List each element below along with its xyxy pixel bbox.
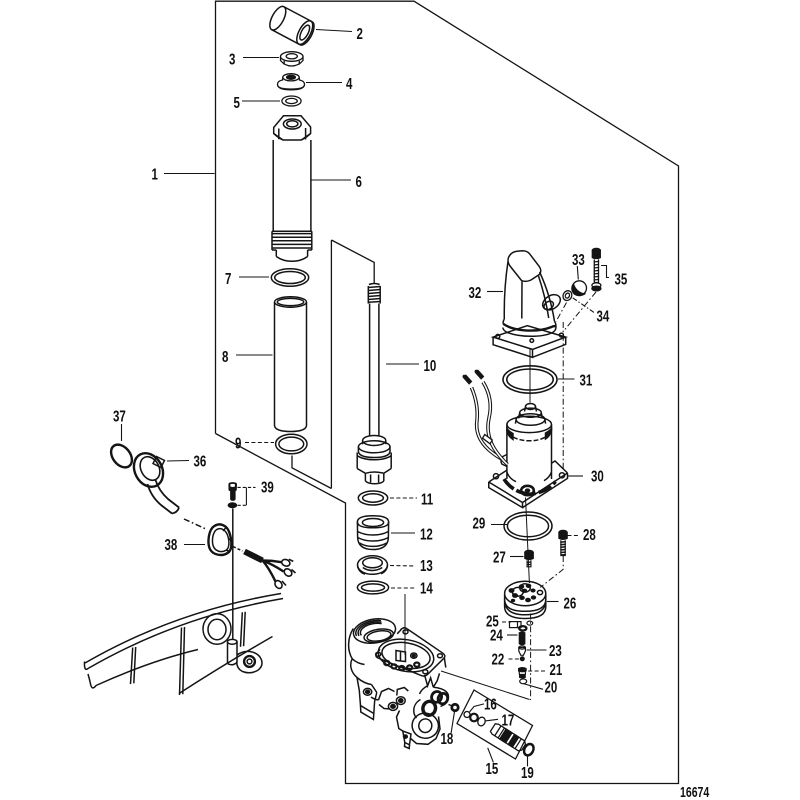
svg-text:39: 39 bbox=[261, 477, 274, 495]
svg-text:9: 9 bbox=[235, 434, 242, 452]
svg-text:27: 27 bbox=[493, 548, 506, 566]
svg-text:8: 8 bbox=[222, 347, 229, 365]
svg-text:14: 14 bbox=[420, 579, 433, 597]
svg-text:22: 22 bbox=[492, 650, 505, 668]
svg-text:23: 23 bbox=[549, 641, 562, 659]
svg-text:5: 5 bbox=[234, 93, 241, 111]
svg-text:16: 16 bbox=[484, 695, 497, 713]
svg-text:38: 38 bbox=[165, 535, 178, 553]
svg-text:35: 35 bbox=[615, 270, 628, 288]
svg-text:19: 19 bbox=[521, 763, 534, 781]
svg-text:24: 24 bbox=[490, 626, 503, 644]
svg-text:1: 1 bbox=[152, 165, 159, 183]
svg-text:33: 33 bbox=[572, 250, 585, 268]
svg-text:21: 21 bbox=[550, 660, 563, 678]
svg-text:17: 17 bbox=[502, 711, 515, 729]
svg-text:30: 30 bbox=[591, 467, 604, 485]
svg-text:10: 10 bbox=[424, 356, 437, 374]
svg-text:32: 32 bbox=[469, 283, 482, 301]
svg-text:7: 7 bbox=[225, 269, 232, 287]
svg-text:29: 29 bbox=[473, 514, 486, 532]
svg-text:37: 37 bbox=[113, 407, 126, 425]
svg-text:16674: 16674 bbox=[680, 783, 709, 800]
svg-text:11: 11 bbox=[421, 490, 433, 508]
svg-text:6: 6 bbox=[356, 172, 363, 190]
svg-text:2: 2 bbox=[357, 24, 364, 42]
svg-text:4: 4 bbox=[346, 74, 353, 92]
svg-text:36: 36 bbox=[194, 452, 207, 470]
svg-text:25: 25 bbox=[486, 612, 499, 630]
svg-text:31: 31 bbox=[580, 371, 593, 389]
svg-text:34: 34 bbox=[597, 307, 610, 325]
svg-text:28: 28 bbox=[583, 525, 596, 543]
svg-text:12: 12 bbox=[420, 525, 433, 543]
svg-text:15: 15 bbox=[486, 759, 499, 777]
svg-text:20: 20 bbox=[545, 678, 558, 696]
svg-text:13: 13 bbox=[420, 556, 433, 574]
svg-text:3: 3 bbox=[229, 50, 236, 68]
svg-text:18: 18 bbox=[441, 729, 454, 747]
svg-text:26: 26 bbox=[564, 594, 577, 612]
